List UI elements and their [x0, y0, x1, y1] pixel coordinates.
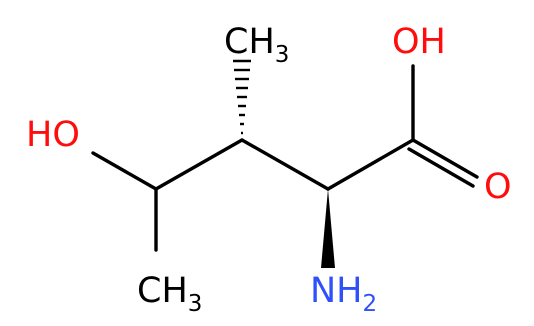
atom-label-oh-acid: OH	[392, 22, 446, 62]
carbonyl-double-bond	[407, 138, 479, 188]
hash-bond-methyl	[233, 59, 251, 135]
wedge-bond-nh2	[321, 189, 335, 268]
atom-label-nh2: NH2	[310, 271, 377, 317]
atom-label-ho: HO	[26, 115, 80, 155]
atom-label-ch3-top: CH3	[224, 22, 289, 68]
atom-label-ch3-bottom: CH3	[137, 271, 202, 317]
bond-c4-ho	[91, 151, 158, 191]
bond-c2-c3	[240, 138, 330, 191]
bond-c3-c4	[154, 138, 244, 191]
bond-c2-c1	[326, 138, 415, 191]
atom-label-o-carbonyl: O	[484, 167, 512, 207]
